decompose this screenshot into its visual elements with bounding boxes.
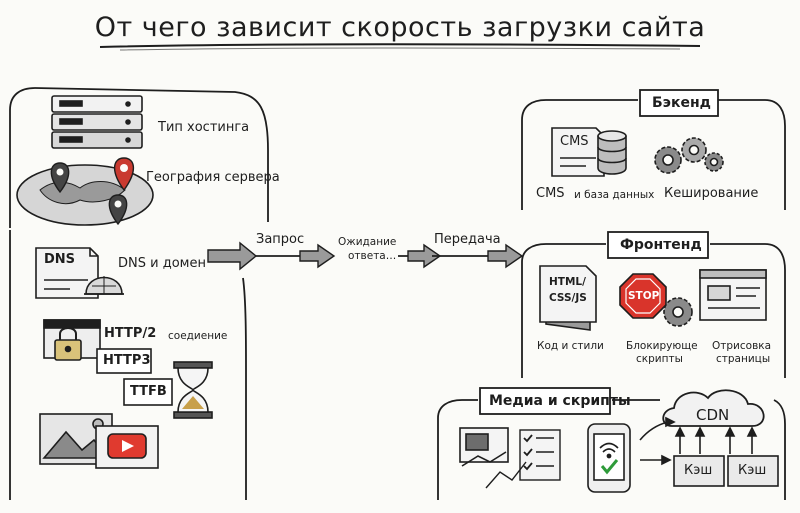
cms-label: CMS xyxy=(536,186,565,201)
gears-icon xyxy=(654,137,724,174)
cms-document-text: CMS xyxy=(560,134,589,149)
cache-label-2: Кэш xyxy=(738,463,767,478)
blocking-scripts-line2: скрипты xyxy=(636,353,683,365)
code-styles-label: Код и стили xyxy=(537,340,604,352)
stop-sign-text: STOP xyxy=(628,290,660,302)
frontend-heading-box xyxy=(607,231,709,259)
video-player-icon xyxy=(95,425,159,469)
hosting-type-label: Тип хостинга xyxy=(158,120,250,135)
http3-box xyxy=(96,348,152,374)
connection-label: соедиение xyxy=(168,330,228,342)
http2-label: HTTP/2 xyxy=(104,326,157,341)
render-page-line1: Отрисовка xyxy=(712,340,772,352)
hosting-panel-frame xyxy=(9,87,269,228)
globe-icon xyxy=(84,276,124,295)
media-heading-box xyxy=(479,387,611,415)
backend-heading-box xyxy=(639,89,719,117)
ttfb-box xyxy=(123,378,173,406)
cache-label-1: Кэш xyxy=(684,463,713,478)
map-pin-icon xyxy=(108,194,128,226)
frontend-heading: Фронтенд xyxy=(620,237,702,253)
cdn-label: CDN xyxy=(696,406,730,424)
page-title: От чего зависит скорость загрузки сайта xyxy=(94,12,706,43)
padlock-icon xyxy=(43,319,101,361)
http3-label: HTTP3 xyxy=(103,353,151,368)
render-page-line2: страницы xyxy=(716,353,771,365)
media-heading: Медиа и скрипты xyxy=(489,393,631,409)
caching-label: Кеширование xyxy=(664,186,759,201)
waiting-label-line1: Ожидание xyxy=(338,236,397,248)
flow-arrow xyxy=(487,243,524,269)
server-rack-icon xyxy=(51,95,143,149)
ttfb-label: TTFB xyxy=(130,384,167,399)
database-icon xyxy=(597,130,627,175)
image-file-icon xyxy=(459,427,509,467)
cdn-arrows xyxy=(639,416,758,466)
hourglass-icon xyxy=(173,361,213,419)
map-pin-icon xyxy=(50,162,70,194)
flow-arrow xyxy=(299,243,336,269)
gear-icon xyxy=(663,297,693,327)
frontend-panel-frame xyxy=(521,243,786,378)
backend-heading: Бэкенд xyxy=(652,95,711,111)
chart-icon xyxy=(485,461,527,489)
cdn-cloud-icon xyxy=(662,389,765,427)
waiting-label-line2: ответа… xyxy=(348,250,397,262)
browser-window-icon xyxy=(699,269,767,321)
cms-database-label: и база данных xyxy=(574,189,655,201)
transfer-label: Передача xyxy=(434,232,501,247)
blocking-scripts-line1: Блокирующе xyxy=(626,340,698,352)
checklist-icon xyxy=(519,429,561,481)
code-document-icon xyxy=(539,265,597,331)
flow-arrow xyxy=(407,243,442,269)
dns-document-icon xyxy=(35,247,99,299)
network-panel-frame xyxy=(9,230,247,500)
server-geography-label: География сервера xyxy=(146,170,280,185)
smartphone-icon xyxy=(587,423,631,493)
flow-arrow xyxy=(207,241,258,271)
backend-panel-frame xyxy=(521,99,786,210)
code-doc-line1: HTML/ xyxy=(549,276,586,288)
map-pin-icon xyxy=(113,157,135,192)
cache-box xyxy=(673,455,725,487)
stop-sign-icon xyxy=(619,273,667,319)
media-panel-frame xyxy=(437,399,786,500)
cache-box xyxy=(727,455,779,487)
dns-document-label: DNS xyxy=(44,252,76,267)
request-label: Запрос xyxy=(256,232,305,247)
title-underline xyxy=(99,43,701,51)
dns-domain-label: DNS и домен xyxy=(118,256,206,271)
code-doc-line2: CSS/JS xyxy=(549,292,587,304)
